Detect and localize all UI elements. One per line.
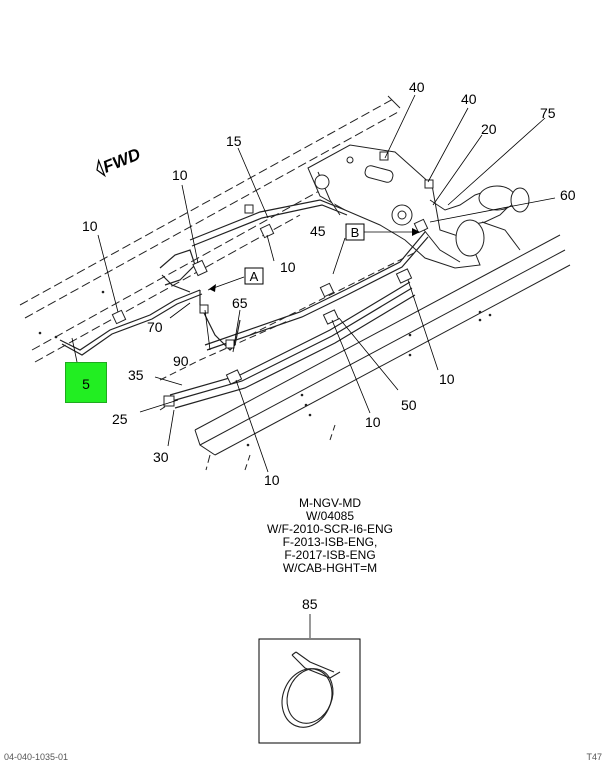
callout-10-bottom: 10 xyxy=(264,472,280,488)
callout-40b: 40 xyxy=(461,91,477,107)
callout-5-highlight[interactable]: 5 xyxy=(65,362,107,403)
clips xyxy=(111,151,434,407)
fwd-label: FWD xyxy=(100,145,143,177)
inset-clamp-85 xyxy=(258,638,361,744)
clamp-icon xyxy=(281,651,341,728)
callout-50: 50 xyxy=(401,397,417,413)
callouts: 40 40 75 20 15 60 10 10 10 45 65 70 90 3… xyxy=(82,79,576,612)
callout-10-right: 10 xyxy=(439,371,455,387)
applicability-notes: M-NGV-MD W/04085 W/F-2010-SCR-I6-ENG F-2… xyxy=(230,497,430,575)
drawing-number: 04-040-1035-01 xyxy=(4,752,69,762)
frame-holes xyxy=(38,290,492,447)
callout-90: 90 xyxy=(173,353,189,369)
callout-45: 45 xyxy=(310,223,326,239)
note-line: W/F-2010-SCR-I6-ENG xyxy=(266,522,394,536)
callout-20: 20 xyxy=(481,121,497,137)
ref-a-label: A xyxy=(250,269,259,284)
fwd-indicator: FWD xyxy=(96,145,143,178)
callout-5: 5 xyxy=(82,376,90,392)
note-line: W/04085 xyxy=(305,509,355,523)
note-line: W/CAB-HGHT=M xyxy=(282,561,378,575)
ref-box-b: B xyxy=(345,223,420,241)
callout-75: 75 xyxy=(540,105,556,121)
callout-10-top: 10 xyxy=(172,167,188,183)
note-line: M-NGV-MD xyxy=(299,496,361,510)
arrow-a-icon xyxy=(209,284,216,292)
callout-10-bottom-mid: 10 xyxy=(365,414,381,430)
callout-10-mid: 10 xyxy=(280,259,296,275)
fuel-lines xyxy=(59,199,429,409)
ref-b-label: B xyxy=(351,225,360,240)
callout-65: 65 xyxy=(232,295,248,311)
callout-35: 35 xyxy=(128,367,144,383)
leader-lines xyxy=(71,94,556,638)
callout-85: 85 xyxy=(302,596,318,612)
callout-70: 70 xyxy=(147,319,163,335)
fwd-arrow-icon xyxy=(96,158,106,178)
callout-30: 30 xyxy=(153,449,169,465)
arrow-b-icon xyxy=(412,228,420,236)
crossmember-bracket xyxy=(307,144,530,269)
page-code: T47 xyxy=(586,752,602,762)
frame-rails xyxy=(19,95,571,471)
callout-25: 25 xyxy=(112,411,128,427)
note-line: F-2017-ISB-ENG xyxy=(284,548,376,562)
note-line: F-2013-ISB-ENG, xyxy=(282,535,378,549)
callout-60: 60 xyxy=(560,187,576,203)
callout-15: 15 xyxy=(226,133,242,149)
callout-10-left: 10 xyxy=(82,218,98,234)
ref-box-a: A xyxy=(209,267,264,292)
callout-40a: 40 xyxy=(409,79,425,95)
